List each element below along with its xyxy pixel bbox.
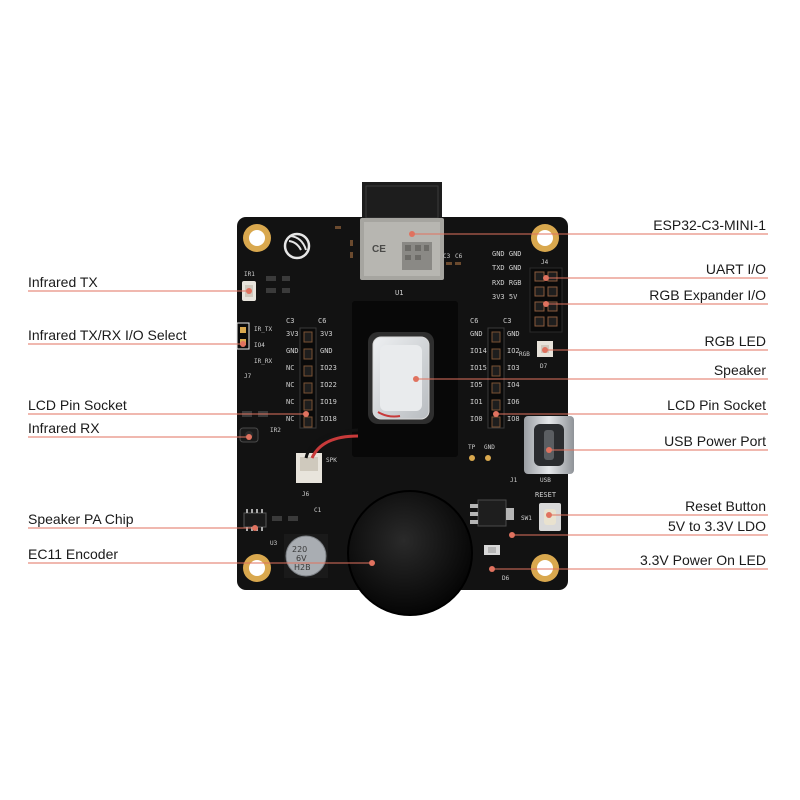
label-power-on-led: 3.3V Power On LED [639, 552, 766, 568]
lcd-left-col: C6 [318, 317, 326, 325]
label-infrared-rx: Infrared RX [28, 420, 100, 436]
io4-silk: IO4 [254, 342, 265, 349]
lcd-pin-label: NC [286, 381, 294, 389]
lcd-pin-label: IO2 [507, 347, 520, 355]
lcd-pin-label: IO22 [320, 381, 337, 389]
speaker-connector [296, 428, 359, 483]
power-on-led [484, 545, 500, 555]
usb-ref: J1 [510, 477, 518, 484]
module-cert-text: CE [372, 244, 386, 255]
label-lcd-pin-socket-right: LCD Pin Socket [667, 397, 766, 413]
gnd-silk: GND [484, 444, 495, 451]
reset-silk: RESET [535, 491, 557, 499]
uart-row: TXD GND [492, 264, 522, 272]
lcd-pin-label: NC [286, 398, 294, 406]
label-reset-button: Reset Button [685, 498, 766, 514]
speaker-conn-ref: J6 [302, 491, 310, 498]
label-usb-power-port: USB Power Port [664, 433, 766, 449]
uart-row: RXD RGB [492, 279, 522, 287]
cap-ref: C1 [314, 507, 322, 514]
uart-row: 3V3 5V [492, 293, 518, 301]
test-pad [469, 455, 475, 461]
label-infrared-io-select: Infrared TX/RX I/O Select [28, 327, 187, 343]
lcd-pin-label: GND [470, 330, 483, 338]
ir-select-jumper [236, 322, 250, 350]
usb-silk: USB [540, 477, 551, 484]
lcd-pin-label: IO15 [470, 364, 487, 372]
jumper-ref: J7 [244, 373, 252, 380]
label-lcd-pin-socket-left: LCD Pin Socket [28, 397, 127, 413]
silk-c3: C3 [443, 253, 451, 260]
lcd-socket-left: C3 C6 3V3 GND NC NC NC NC 3V3 GND IO23 I… [286, 317, 337, 429]
spk-silk: SPK [326, 457, 337, 464]
electrolytic-capacitor: 220 6V H2B [284, 534, 328, 578]
usb-c-port [524, 416, 574, 474]
pa-ref: U3 [270, 540, 278, 547]
lcd-pin-label: IO0 [470, 415, 483, 423]
test-pad [485, 455, 491, 461]
lcd-pin-label: IO14 [470, 347, 487, 355]
ir-tx-ref: IR1 [244, 271, 255, 278]
lcd-pin-label: GND [286, 347, 299, 355]
lcd-left-col: C3 [286, 317, 294, 325]
smd-components-ir [266, 276, 290, 293]
lcd-pin-label: NC [286, 415, 294, 423]
cap-text: H2B [294, 563, 311, 572]
mounting-holes [243, 224, 559, 582]
uart-silk: GND GND TXD GND RXD RGB 3V3 5V [492, 250, 522, 301]
label-ec11-encoder: EC11 Encoder [28, 546, 119, 562]
label-rgb-expander-io: RGB Expander I/O [649, 287, 766, 303]
smd-components-top [335, 226, 461, 265]
lcd-socket-right: C6 C3 GND IO14 IO15 IO5 IO1 IO0 GND IO2 … [470, 317, 520, 429]
lcd-right-col: C6 [470, 317, 478, 325]
esp32-module: CE [360, 182, 444, 280]
lcd-pin-label: NC [286, 364, 294, 372]
lcd-pin-label: IO4 [507, 381, 520, 389]
lcd-pin-label: IO18 [320, 415, 337, 423]
lcd-pin-label: IO1 [470, 398, 483, 406]
lcd-pin-label: GND [320, 347, 333, 355]
lcd-pin-label: 3V3 [286, 330, 299, 338]
ldo-regulator [470, 499, 514, 527]
speaker [352, 301, 458, 457]
espressif-logo [283, 232, 311, 260]
leader-dots [240, 231, 552, 572]
label-infrared-tx: Infrared TX [28, 274, 98, 290]
led-ref: D7 [540, 363, 548, 370]
power-led-ref: D6 [502, 575, 510, 582]
silk-c6: C6 [455, 253, 463, 260]
lcd-pin-label: GND [507, 330, 520, 338]
rgb-silk: RGB [519, 351, 530, 358]
lcd-right-col: C3 [503, 317, 511, 325]
lcd-pin-label: IO3 [507, 364, 520, 372]
label-speaker-pa-chip: Speaker PA Chip [28, 511, 134, 527]
lcd-pin-label: IO6 [507, 398, 520, 406]
label-rgb-led: RGB LED [704, 333, 766, 349]
jumper-tx: IR_TX [254, 326, 272, 333]
lcd-pin-label: 3V3 [320, 330, 333, 338]
ir-rx-ref: IR2 [270, 427, 281, 434]
label-ldo: 5V to 3.3V LDO [667, 518, 766, 534]
header-ref: J4 [541, 259, 549, 266]
label-speaker: Speaker [713, 362, 766, 378]
lcd-pin-label: IO5 [470, 381, 483, 389]
leader-lines [28, 233, 768, 570]
cap-text: 220 [292, 545, 307, 554]
module-ref: U1 [395, 289, 403, 297]
tp-silk: TP [468, 444, 476, 451]
cap-text: 6V [296, 554, 307, 563]
sw-ref: SW1 [521, 515, 532, 522]
lcd-pin-label: IO19 [320, 398, 337, 406]
ec11-encoder-knob [347, 490, 473, 616]
jumper-rx: IR_RX [254, 358, 272, 365]
label-esp32-module: ESP32-C3-MINI-1 [653, 217, 766, 233]
lcd-pin-label: IO23 [320, 364, 337, 372]
lcd-pin-label: IO8 [507, 415, 520, 423]
uart-row: GND GND [492, 250, 522, 258]
label-uart-io: UART I/O [705, 261, 766, 277]
